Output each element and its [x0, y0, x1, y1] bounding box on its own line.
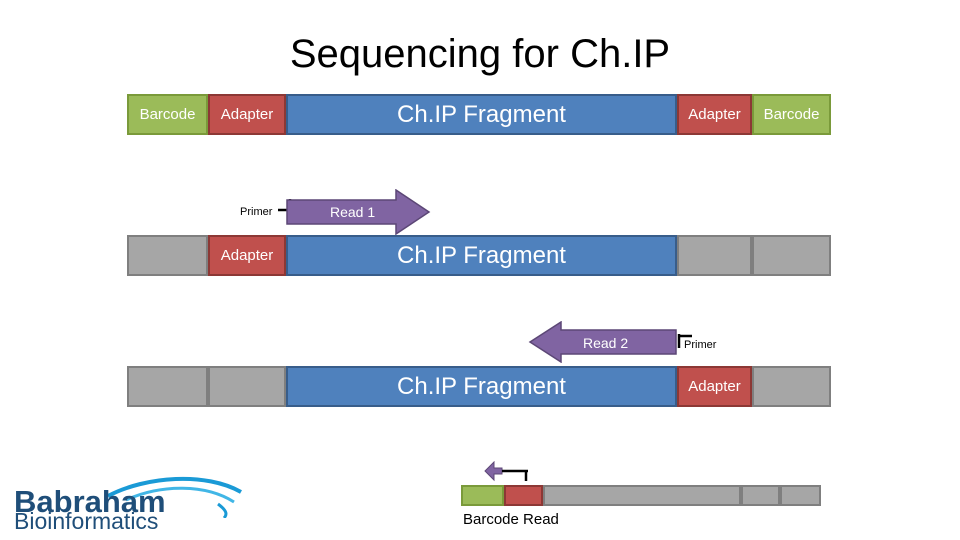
barcode-read2-right-segment [752, 366, 831, 407]
barcode-read2-inactive-segment [127, 366, 208, 407]
primer-arrow-2 [677, 334, 692, 348]
fragment-small-segment [543, 485, 741, 506]
logo-line-2: Bioinformatics [14, 508, 159, 534]
adapter-read1-segment: Adapter [208, 235, 286, 276]
chip-fragment-read2-segment: Ch.IP Fragment [286, 366, 677, 407]
adapter-small-inactive-segment [741, 485, 780, 506]
page-title: Sequencing for Ch.IP [289, 32, 671, 76]
barcode-read-arrow [484, 461, 528, 482]
primer-label-2: Primer [684, 339, 717, 351]
adapter-left-label: Adapter [220, 106, 274, 123]
chip-fragment-label: Ch.IP Fragment [397, 100, 566, 128]
adapter-right-segment: Adapter [677, 94, 752, 135]
barcode-small-inactive-segment [780, 485, 821, 506]
chip-fragment-segment: Ch.IP Fragment [286, 94, 677, 135]
barcode-left-segment: Barcode [127, 94, 208, 135]
adapter-left-segment: Adapter [208, 94, 286, 135]
barcode-right-segment: Barcode [752, 94, 831, 135]
barcode-left-label: Barcode [139, 106, 196, 123]
read-2-arrow [528, 321, 677, 363]
barcode-read-label: Barcode Read [463, 511, 559, 528]
adapter-read2-label: Adapter [688, 378, 741, 395]
read-1-label: Read 1 [330, 204, 376, 220]
adapter-right-label: Adapter [688, 106, 741, 123]
barcode-small-segment [461, 485, 504, 506]
babraham-logo: Babraham Bioinformatics [14, 474, 244, 534]
adapter-read2-inactive-segment [208, 366, 286, 407]
read-1-arrow [286, 189, 431, 235]
barcode-right-label: Barcode [763, 106, 820, 123]
adapter-read2-segment: Adapter [677, 366, 752, 407]
barcode-inactive-right-segment [752, 235, 831, 276]
chip-fragment-read1-segment: Ch.IP Fragment [286, 235, 677, 276]
adapter-read1-label: Adapter [220, 247, 274, 264]
chip-fragment-read1-label: Ch.IP Fragment [397, 241, 566, 269]
barcode-inactive-segment [127, 235, 208, 276]
read-2-label: Read 2 [583, 335, 629, 351]
adapter-inactive-segment [677, 235, 752, 276]
logo-swoosh-icon [107, 476, 242, 518]
logo-line-1: Babraham [14, 484, 166, 519]
primer-label-1: Primer [240, 206, 273, 218]
chip-fragment-read2-label: Ch.IP Fragment [397, 372, 566, 400]
adapter-small-segment [504, 485, 543, 506]
